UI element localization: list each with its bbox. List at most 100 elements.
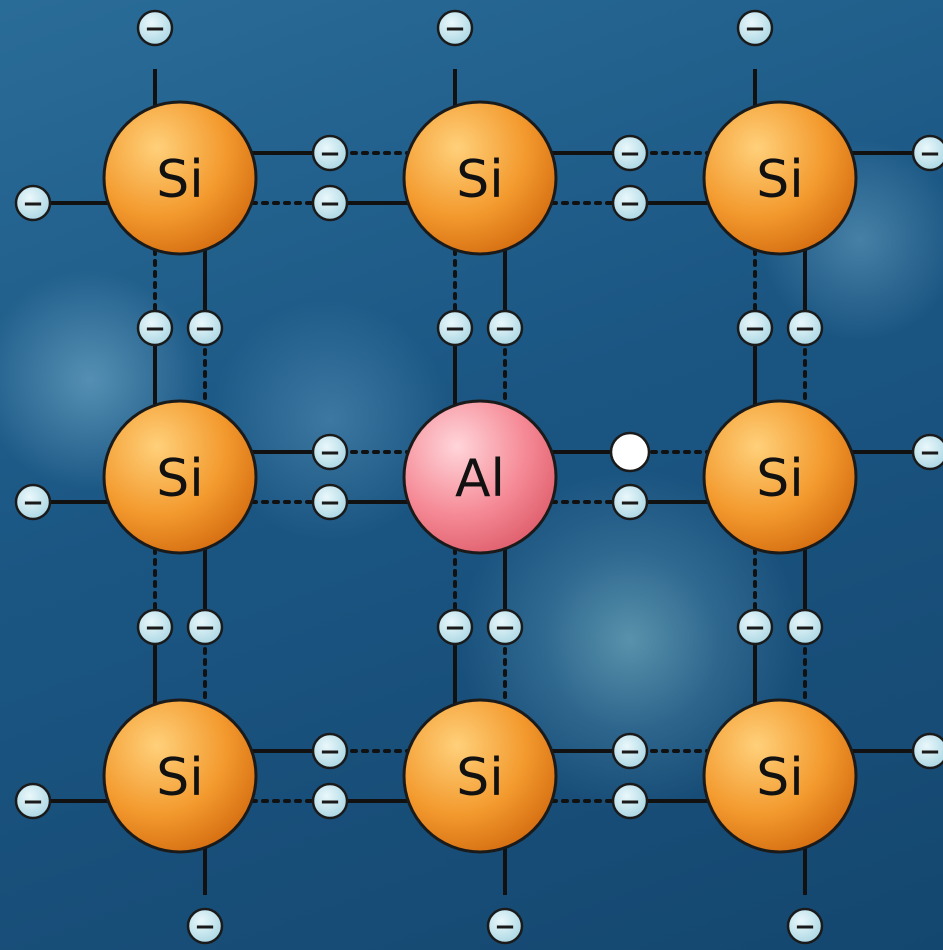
hole xyxy=(609,431,651,473)
electron-circle xyxy=(136,9,174,47)
silicon-atom: Si xyxy=(702,698,858,854)
electron-circle xyxy=(186,907,224,945)
electron-circle xyxy=(786,907,824,945)
minus-sign: − xyxy=(194,912,216,942)
electron: − xyxy=(736,9,774,47)
minus-sign: − xyxy=(319,189,341,219)
atom-label: Si xyxy=(456,150,503,210)
minus-sign: − xyxy=(444,613,466,643)
atom-label: Si xyxy=(156,449,203,509)
electron: − xyxy=(311,782,349,820)
minus-sign: − xyxy=(444,14,466,44)
electron: − xyxy=(186,608,224,646)
electron: − xyxy=(786,608,824,646)
atom-label: Si xyxy=(156,150,203,210)
electron-circle xyxy=(486,907,524,945)
minus-sign: − xyxy=(494,613,516,643)
atom-label: Si xyxy=(756,748,803,808)
electron-layer: −−−−−−−−−−−−−−−−−−−−−−−−−−−−−−−−−−− xyxy=(14,9,943,945)
minus-sign: − xyxy=(144,14,166,44)
electron-circle xyxy=(311,433,349,471)
electron: − xyxy=(611,184,649,222)
minus-sign: − xyxy=(744,613,766,643)
electron: − xyxy=(911,732,943,770)
minus-sign: − xyxy=(194,314,216,344)
electron: − xyxy=(136,309,174,347)
electron: − xyxy=(14,184,52,222)
electron-circle xyxy=(611,134,649,172)
electron: − xyxy=(911,433,943,471)
minus-sign: − xyxy=(744,314,766,344)
atom-label: Si xyxy=(756,150,803,210)
minus-sign: − xyxy=(619,189,641,219)
electron-circle xyxy=(786,309,824,347)
atom-circle xyxy=(402,399,558,555)
electron-circle xyxy=(736,309,774,347)
atom-label: Si xyxy=(756,449,803,509)
silicon-atom: Si xyxy=(102,399,258,555)
electron: − xyxy=(311,732,349,770)
minus-sign: − xyxy=(144,314,166,344)
electron-circle xyxy=(186,309,224,347)
electron: − xyxy=(736,309,774,347)
silicon-atom: Si xyxy=(402,698,558,854)
minus-sign: − xyxy=(22,787,44,817)
minus-sign: − xyxy=(444,314,466,344)
electron-circle xyxy=(14,782,52,820)
electron-circle xyxy=(911,134,943,172)
atom-circle xyxy=(102,399,258,555)
electron: − xyxy=(311,433,349,471)
silicon-atom: Si xyxy=(102,100,258,256)
minus-sign: − xyxy=(144,613,166,643)
electron-circle xyxy=(311,134,349,172)
electron-circle xyxy=(311,782,349,820)
electron: − xyxy=(786,907,824,945)
minus-sign: − xyxy=(319,438,341,468)
electron: − xyxy=(186,907,224,945)
atom-circle xyxy=(102,100,258,256)
minus-sign: − xyxy=(619,139,641,169)
electron-circle xyxy=(911,732,943,770)
electron: − xyxy=(14,483,52,521)
electron-circle xyxy=(436,608,474,646)
minus-sign: − xyxy=(919,139,941,169)
minus-sign: − xyxy=(619,488,641,518)
aluminum-atom: Al xyxy=(402,399,558,555)
minus-sign: − xyxy=(619,737,641,767)
electron: − xyxy=(311,134,349,172)
electron-circle xyxy=(486,608,524,646)
minus-sign: − xyxy=(619,787,641,817)
atom-circle xyxy=(702,100,858,256)
atom-label: Si xyxy=(156,748,203,808)
electron-circle xyxy=(136,309,174,347)
electron-circle xyxy=(736,608,774,646)
electron-circle xyxy=(186,608,224,646)
electron: − xyxy=(436,608,474,646)
electron: − xyxy=(311,184,349,222)
electron: − xyxy=(14,782,52,820)
minus-sign: − xyxy=(194,613,216,643)
electron: − xyxy=(436,9,474,47)
electron-circle xyxy=(786,608,824,646)
electron: − xyxy=(611,134,649,172)
minus-sign: − xyxy=(919,438,941,468)
minus-sign: − xyxy=(319,737,341,767)
electron-circle xyxy=(611,782,649,820)
electron: − xyxy=(436,309,474,347)
minus-sign: − xyxy=(494,314,516,344)
atom-circle xyxy=(702,698,858,854)
electron: − xyxy=(136,9,174,47)
minus-sign: − xyxy=(794,912,816,942)
minus-sign: − xyxy=(319,139,341,169)
minus-sign: − xyxy=(319,488,341,518)
minus-sign: − xyxy=(794,314,816,344)
minus-sign: − xyxy=(744,14,766,44)
atom-circle xyxy=(702,399,858,555)
atom-circle xyxy=(402,100,558,256)
electron: − xyxy=(186,309,224,347)
minus-sign: − xyxy=(22,488,44,518)
electron-circle xyxy=(311,184,349,222)
